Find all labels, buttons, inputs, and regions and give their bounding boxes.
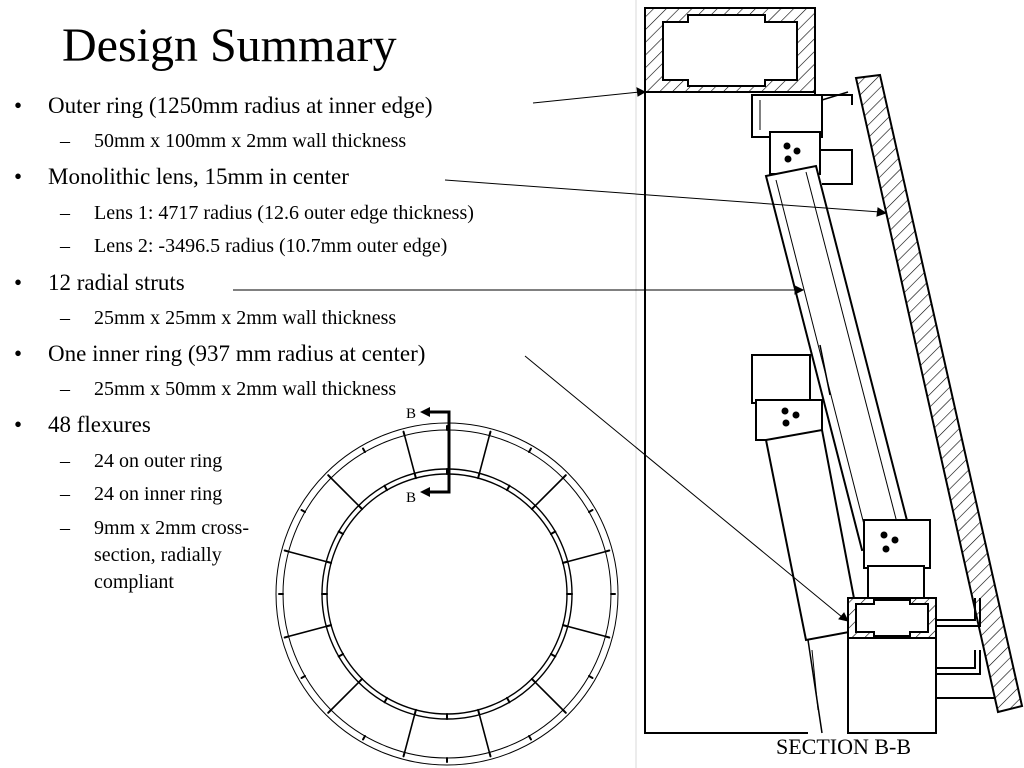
leader-lines bbox=[233, 87, 888, 622]
bullet-flexures: 48 flexures bbox=[14, 410, 151, 440]
section-label-top: B bbox=[406, 406, 416, 422]
leader-inner-ring bbox=[524, 355, 843, 618]
flexure-tick bbox=[588, 509, 594, 513]
radial-strut bbox=[534, 681, 564, 711]
bullet-lens: Monolithic lens, 15mm in center bbox=[14, 162, 349, 192]
flexure-tick bbox=[402, 430, 406, 437]
section-label-bottom: B bbox=[406, 490, 416, 506]
flexure-tick bbox=[337, 653, 345, 658]
sub-bullet-flexure-section: 9mm x 2mm cross-section, radially compli… bbox=[60, 515, 264, 596]
flexure-tick bbox=[325, 560, 333, 564]
flexure-tick bbox=[362, 735, 366, 741]
radial-strut bbox=[287, 550, 328, 563]
flexure-tick bbox=[506, 484, 511, 492]
flexure-tick bbox=[327, 474, 332, 479]
flexure-tick bbox=[549, 530, 557, 535]
flexure-tick bbox=[588, 675, 594, 679]
section-caption: SECTION B-B bbox=[776, 734, 912, 759]
radial-strut bbox=[287, 625, 328, 638]
flexure-tick bbox=[300, 675, 306, 679]
flexure-tick bbox=[530, 504, 537, 511]
flexure-tick bbox=[604, 549, 611, 553]
bullet-outer-ring: Outer ring (1250mm radius at inner edge) bbox=[14, 91, 432, 121]
sub-bullet-strut-size: 25mm x 25mm x 2mm wall thickness bbox=[60, 305, 396, 331]
bullet-struts: 12 radial struts bbox=[14, 268, 185, 298]
slide-title: Design Summary bbox=[62, 19, 397, 72]
flexure-tick bbox=[325, 624, 333, 628]
flexure-tick bbox=[337, 530, 345, 535]
flexure-tick bbox=[488, 751, 492, 758]
sub-bullet-flexures-inner: 24 on inner ring bbox=[60, 481, 222, 507]
flexure-tick bbox=[357, 504, 364, 511]
section-frame bbox=[644, 92, 808, 734]
flexure-tick bbox=[413, 708, 417, 716]
flexure-tick bbox=[528, 735, 532, 741]
flexure-tick bbox=[362, 447, 366, 453]
inner-ring-inner-edge bbox=[326, 473, 568, 715]
ring-diagram bbox=[275, 422, 619, 766]
flexure-tick bbox=[383, 484, 388, 492]
radial-strut bbox=[478, 713, 491, 754]
radial-strut bbox=[566, 625, 607, 638]
sub-bullet-inner-ring-size: 25mm x 50mm x 2mm wall thickness bbox=[60, 376, 396, 402]
radial-strut bbox=[330, 681, 360, 711]
flexure-tick bbox=[562, 474, 567, 479]
flexure-tick bbox=[549, 653, 557, 658]
section-view bbox=[644, 7, 1024, 734]
flexure-tick bbox=[561, 624, 569, 628]
flexure-tick bbox=[283, 635, 290, 639]
section-cut-marker: B B bbox=[406, 406, 451, 506]
bullet-inner-ring: One inner ring (937 mm radius at center) bbox=[14, 339, 426, 369]
radial-strut bbox=[330, 477, 360, 507]
radial-strut bbox=[534, 477, 564, 507]
flexure-tick bbox=[477, 708, 481, 716]
radial-strut bbox=[478, 434, 491, 475]
flexure-tick bbox=[488, 430, 492, 437]
sub-bullet-outer-ring-size: 50mm x 100mm x 2mm wall thickness bbox=[60, 128, 406, 154]
leader-outer-ring bbox=[532, 91, 641, 104]
flexure-tick bbox=[528, 447, 532, 453]
radial-strut bbox=[566, 550, 607, 563]
flexure-tick bbox=[327, 709, 332, 714]
radial-strut bbox=[403, 713, 416, 754]
flexure-tick bbox=[506, 696, 511, 704]
flexure-tick bbox=[477, 472, 481, 480]
radial-struts bbox=[278, 425, 616, 763]
flexure-tick bbox=[562, 709, 567, 714]
flexure-tick bbox=[530, 677, 537, 684]
flexure-tick bbox=[300, 509, 306, 513]
radial-strut bbox=[403, 434, 416, 475]
sub-bullet-lens-2: Lens 2: -3496.5 radius (10.7mm outer edg… bbox=[60, 233, 447, 259]
outer-ring-outer-edge bbox=[275, 422, 619, 766]
flexure-tick bbox=[604, 635, 611, 639]
flexure-tick bbox=[283, 549, 290, 553]
leader-lens bbox=[444, 179, 881, 213]
sub-bullet-lens-1: Lens 1: 4717 radius (12.6 outer edge thi… bbox=[60, 200, 474, 226]
flexure-tick bbox=[383, 696, 388, 704]
sub-bullet-flexures-outer: 24 on outer ring bbox=[60, 448, 222, 474]
flexure-tick bbox=[561, 560, 569, 564]
flexure-tick bbox=[402, 751, 406, 758]
flexure-tick bbox=[413, 472, 417, 480]
flexure-tick bbox=[357, 677, 364, 684]
